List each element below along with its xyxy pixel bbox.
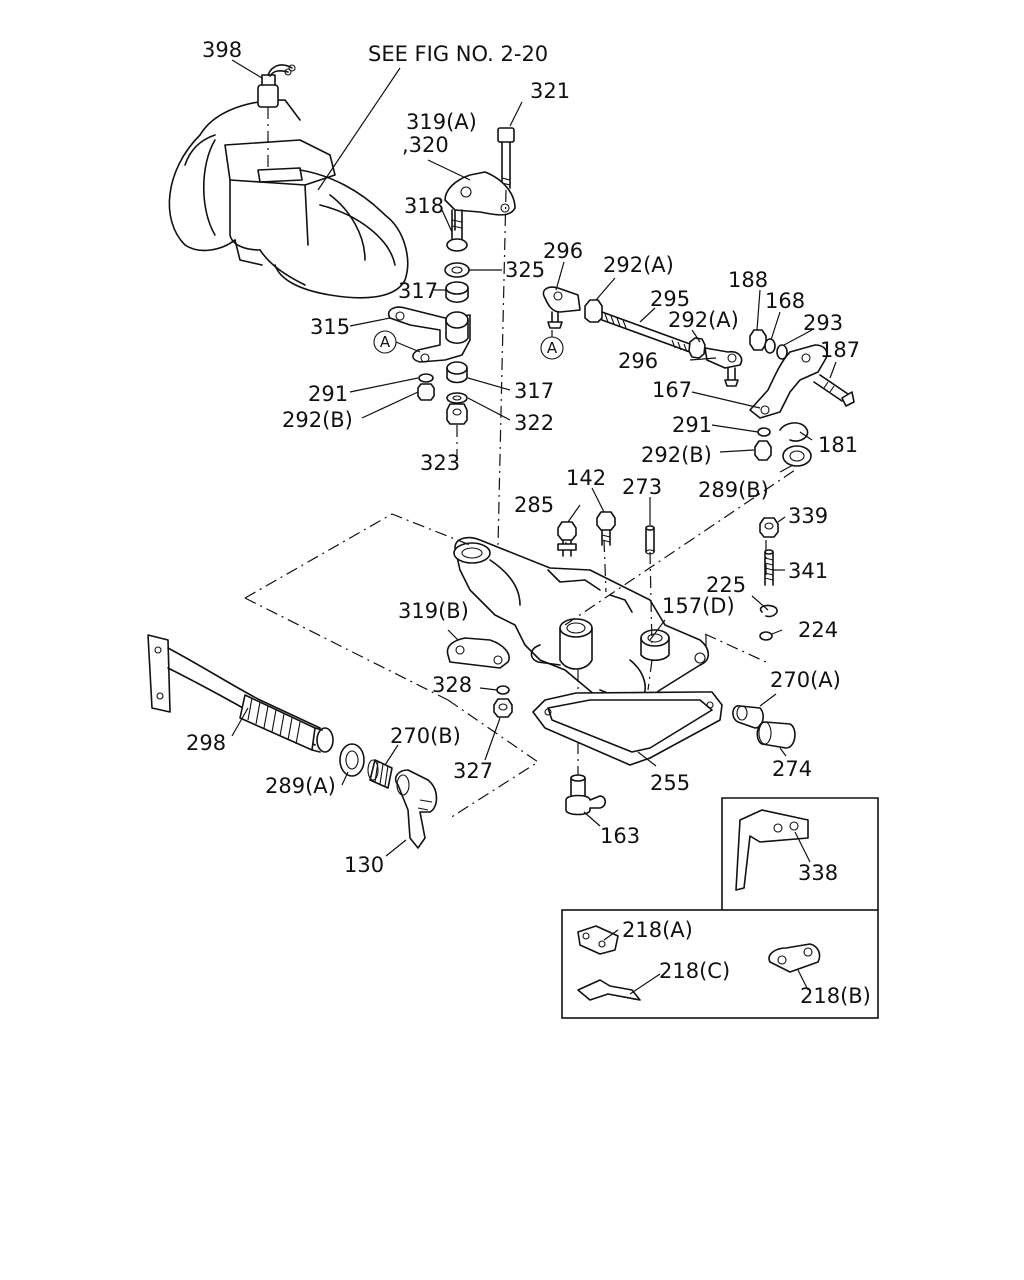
callout-398: 398 <box>202 38 242 62</box>
callout-218c: 218(C) <box>659 959 730 983</box>
callout-317-bottom: 317 <box>514 379 554 403</box>
shift-rod-assembly <box>542 286 855 467</box>
callout-187: 187 <box>820 338 860 362</box>
callout-218b: 218(B) <box>800 984 871 1008</box>
callout-319b: 319(B) <box>398 599 469 623</box>
housing-fasteners <box>446 511 779 718</box>
callout-296-mid: 296 <box>618 349 658 373</box>
shift-housing <box>453 536 710 706</box>
callout-292b-left: 292(B) <box>282 408 353 432</box>
inset-box-338 <box>721 797 879 910</box>
detent-part-163 <box>565 774 607 827</box>
inset-box-218 <box>561 909 879 1019</box>
callout-291-right: 291 <box>672 413 712 437</box>
bushing-parts <box>732 693 796 757</box>
callout-255: 255 <box>650 771 690 795</box>
callout-270b: 270(B) <box>390 724 461 748</box>
callout-274: 274 <box>772 757 812 781</box>
shift-shaft-assembly <box>147 634 438 849</box>
callout-295: 295 <box>650 287 690 311</box>
marker-a-left-label: A <box>380 333 391 351</box>
callout-318: 318 <box>404 194 444 218</box>
transmission-assembly <box>168 64 409 299</box>
callout-296-top: 296 <box>543 239 583 263</box>
callout-181: 181 <box>818 433 858 457</box>
callout-298: 298 <box>186 731 226 755</box>
callout-320: ,320 <box>402 133 449 157</box>
callout-163: 163 <box>600 824 640 848</box>
callout-292a-mid: 292(A) <box>668 308 739 332</box>
callout-292b-right: 292(B) <box>641 443 712 467</box>
callout-167: 167 <box>652 378 692 402</box>
callout-285: 285 <box>514 493 554 517</box>
shift-bracket-stack <box>387 127 516 425</box>
callout-341: 341 <box>788 559 828 583</box>
callout-157d: 157(D) <box>662 594 735 618</box>
callout-labels: 398 SEE FIG NO. 2-20 321 319(A) ,320 318… <box>186 38 871 1008</box>
callout-293: 293 <box>803 311 843 335</box>
callout-338: 338 <box>798 861 838 885</box>
callout-142: 142 <box>566 466 606 490</box>
callout-273: 273 <box>622 475 662 499</box>
callout-328: 328 <box>432 673 472 697</box>
callout-323: 323 <box>420 451 460 475</box>
callout-322: 322 <box>514 411 554 435</box>
callout-317-top: 317 <box>398 279 438 303</box>
callout-321: 321 <box>530 79 570 103</box>
callout-339: 339 <box>788 504 828 528</box>
callout-289a: 289(A) <box>265 774 336 798</box>
reference-marker-a-right: A <box>540 330 564 360</box>
callout-325: 325 <box>505 258 545 282</box>
callout-289b: 289(B) <box>698 478 769 502</box>
callout-168: 168 <box>765 289 805 313</box>
callout-188: 188 <box>728 268 768 292</box>
callout-224: 224 <box>798 618 838 642</box>
callout-315: 315 <box>310 315 350 339</box>
callout-270a: 270(A) <box>770 668 841 692</box>
marker-a-right-label: A <box>547 339 558 357</box>
callout-319a: 319(A) <box>406 110 477 134</box>
callout-see-fig: SEE FIG NO. 2-20 <box>368 42 548 66</box>
callout-130: 130 <box>344 853 384 877</box>
cover-plate <box>532 691 723 767</box>
callout-292a-top: 292(A) <box>603 253 674 277</box>
callout-291-left: 291 <box>308 382 348 406</box>
callout-225: 225 <box>706 573 746 597</box>
callout-327: 327 <box>453 759 493 783</box>
callout-218a: 218(A) <box>622 918 693 942</box>
reference-marker-a-left: A <box>373 330 421 354</box>
